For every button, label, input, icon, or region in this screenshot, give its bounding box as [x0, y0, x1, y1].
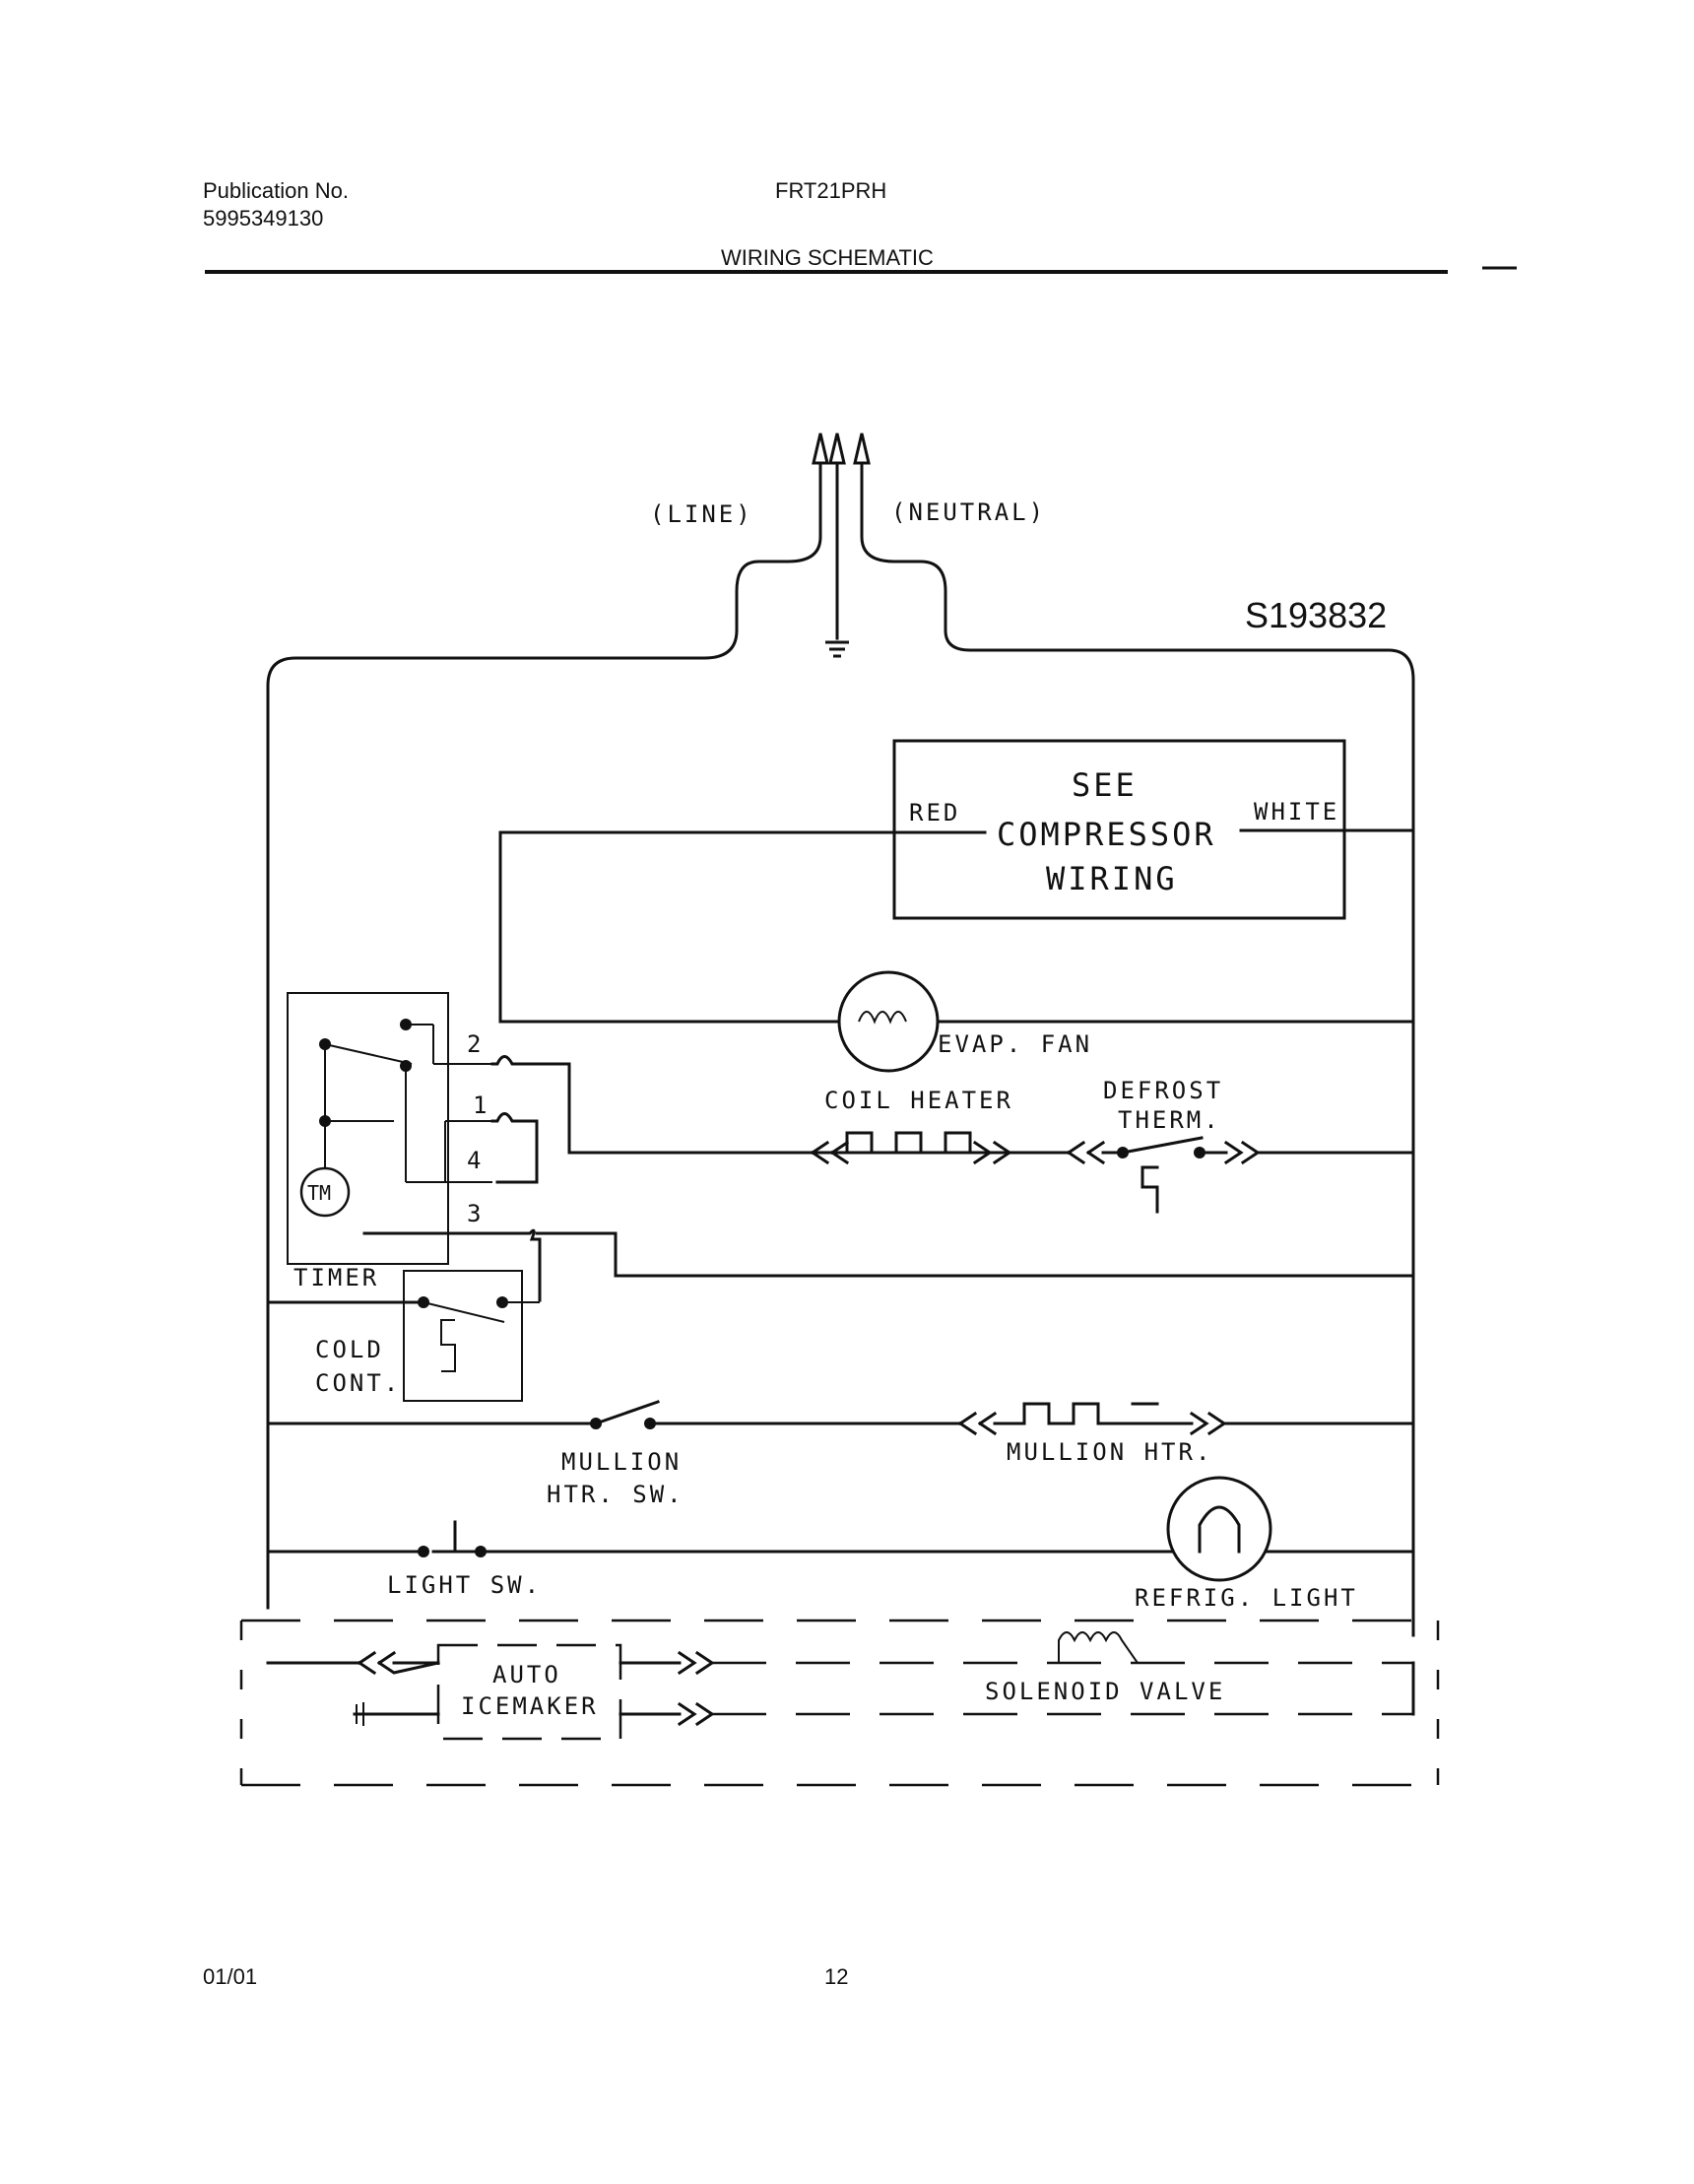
red-wire-label: RED	[909, 799, 960, 827]
mullion-heater-icon	[957, 1402, 1415, 1436]
publication-label: Publication No.	[203, 178, 349, 203]
icemaker-dashed-boundary	[239, 1619, 1440, 1787]
section-title: WIRING SCHEMATIC	[721, 245, 934, 270]
compressor-box	[498, 739, 1415, 920]
timer-box	[287, 992, 492, 1265]
mullion-heater-label: MULLION HTR.	[1007, 1438, 1212, 1466]
solenoid-valve-icon	[712, 1631, 1415, 1716]
evap-fan-icon	[498, 970, 1415, 1073]
auto-icemaker-box	[266, 1643, 715, 1741]
light-bulb-icon	[1166, 1476, 1272, 1582]
publication-number: 5995349130	[203, 206, 324, 231]
evap-fan-label: EVAP. FAN	[938, 1030, 1092, 1058]
footer-date: 01/01	[203, 1964, 258, 1989]
line-label: (LINE)	[650, 500, 753, 528]
compressor-label-3: WIRING	[1046, 860, 1178, 897]
light-switch-label: LIGHT SW.	[387, 1571, 542, 1599]
defrost-label-1: DEFROST	[1103, 1077, 1223, 1104]
compressor-label-1: SEE	[1072, 766, 1138, 804]
neutral-label: (NEUTRAL)	[891, 498, 1046, 526]
solenoid-valve-label: SOLENOID VALVE	[985, 1678, 1225, 1705]
timer-motor-icon	[299, 1166, 351, 1218]
ground-icon	[825, 640, 849, 658]
timer-motor-label: TM	[307, 1181, 331, 1205]
terminal-2-label: 2	[467, 1030, 484, 1058]
timer-label: TIMER	[293, 1264, 379, 1291]
cold-control-label-1: COLD	[315, 1336, 384, 1363]
timer-wiring	[362, 1055, 1415, 1302]
refrig-light-label: REFRIG. LIGHT	[1135, 1584, 1358, 1612]
terminal-3-label: 3	[467, 1200, 484, 1227]
defrost-label-2: THERM.	[1118, 1106, 1221, 1134]
mullion-switch-label-1: MULLION	[561, 1448, 682, 1476]
auto-icemaker-label-2: ICEMAKER	[461, 1692, 599, 1720]
auto-icemaker-label-1: AUTO	[492, 1661, 561, 1688]
coil-heater-label: COIL HEATER	[824, 1087, 1013, 1114]
mullion-switch-label-2: HTR. SW.	[547, 1481, 684, 1508]
mullion-switch-icon	[266, 1400, 962, 1425]
header-rule	[205, 266, 1517, 274]
page-number: 12	[824, 1964, 849, 1989]
cold-control-label-2: CONT.	[315, 1369, 401, 1397]
schematic-id: S193832	[1245, 595, 1388, 635]
coil-heater-icon	[810, 1131, 1071, 1165]
compressor-label-2: COMPRESSOR	[997, 816, 1216, 853]
terminal-1-label: 1	[473, 1092, 489, 1119]
terminal-4-label: 4	[467, 1147, 484, 1174]
model-number: FRT21PRH	[775, 178, 887, 203]
white-wire-label: WHITE	[1254, 798, 1339, 826]
cold-control-icon	[266, 1270, 540, 1402]
power-plug-icon	[266, 432, 1415, 1637]
